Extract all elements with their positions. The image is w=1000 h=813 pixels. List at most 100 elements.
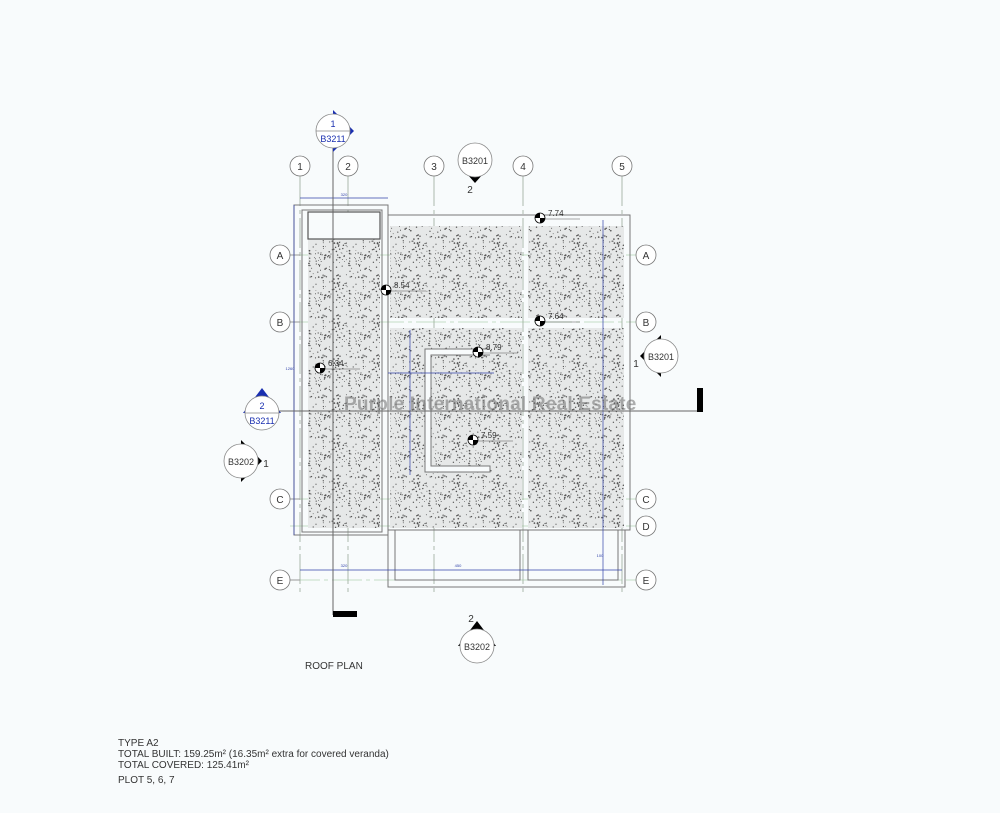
section-end-bar — [333, 611, 357, 617]
spot-level: 8.54 — [380, 281, 426, 296]
section-bubble — [643, 338, 679, 374]
grid-bubble-row-C — [635, 488, 657, 510]
watermark: Purple International Real Estate — [344, 394, 637, 415]
spot-level: 7.59 — [467, 431, 513, 446]
section-marker-left-b3202: B3202 1 — [223, 440, 269, 482]
spot-level-label: 7.64 — [548, 312, 564, 321]
walls — [293, 204, 631, 588]
drawing-title: ROOF PLAN — [305, 661, 363, 672]
grid-bubble-row-E — [269, 569, 291, 591]
spot-level-label: 7.59 — [481, 431, 497, 440]
section-ref: B3202 — [464, 642, 490, 652]
grid-bubble-row-B — [635, 311, 657, 333]
grid-bubble-row-D-label: D — [642, 522, 649, 533]
grid-bubble-row-B-label: B — [643, 318, 650, 329]
dimension-lines: 320 320 450 100 1260 — [286, 192, 622, 585]
grid-bubble-row-B-label: B — [277, 318, 284, 329]
grid-bubble-col-2-label: 2 — [345, 162, 351, 173]
grid-bubble-col-3-label: 3 — [431, 162, 437, 173]
stipple-area — [308, 238, 380, 528]
section-ref: B3201 — [462, 156, 488, 166]
spot-levels: 7.74 8.54 7.64 8.79 6.34 7.59 — [314, 209, 580, 446]
section-number: 1 — [330, 119, 335, 129]
total-covered: TOTAL COVERED: 125.41m² — [118, 760, 249, 771]
stipple-area — [528, 226, 624, 318]
spot-level-label: 8.54 — [394, 281, 410, 290]
grid-bubble-row-E-label: E — [277, 576, 284, 587]
veranda-outline — [387, 529, 626, 588]
dim-label: 1260 — [286, 366, 296, 371]
grid-bubble-row-A — [635, 244, 657, 266]
section-ref: B3201 — [648, 352, 674, 362]
dim-label: 100 — [597, 553, 604, 558]
section-number: 2 — [467, 185, 473, 196]
section-end-bar — [697, 388, 703, 412]
spot-level: 7.74 — [534, 209, 580, 224]
stipple-area — [528, 328, 624, 528]
grid-bubble-row-B — [269, 311, 291, 333]
spot-level-icon-fill — [473, 347, 483, 357]
grid-bubble-row-C-label: C — [276, 495, 283, 506]
notes: TYPE A2 TOTAL BUILT: 159.25m² (16.35m² e… — [118, 738, 389, 786]
spot-level: 6.34 — [314, 359, 360, 374]
grid-bubble-row-D — [635, 515, 657, 537]
grid-bubble-row-A-label: A — [643, 251, 650, 262]
roof-fill — [308, 226, 624, 528]
section-ref: B3211 — [249, 416, 274, 426]
type-label: TYPE A2 — [118, 738, 159, 749]
section-number: 2 — [468, 614, 474, 625]
grid-bubble-row-E-label: E — [643, 576, 650, 587]
grid-bubble-row-A-label: A — [277, 251, 284, 262]
section-bubble — [457, 142, 493, 178]
grid-bubble-col-5-label: 5 — [619, 162, 625, 173]
section-bubble — [223, 443, 259, 479]
section-marker-right-b3201: B3201 1 — [633, 335, 679, 377]
veranda-bay — [527, 529, 619, 581]
total-built: TOTAL BUILT: 159.25m² (16.35m² extra for… — [118, 749, 389, 760]
spot-level-icon-fill — [535, 213, 545, 223]
spot-level-icon-fill — [468, 435, 478, 445]
spot-level-label: 8.79 — [486, 343, 502, 352]
spot-level-label: 6.34 — [328, 359, 344, 368]
plot-label: PLOT 5, 6, 7 — [118, 775, 175, 786]
section-bubble — [459, 628, 495, 664]
grid-bubble-col-4-label: 4 — [520, 162, 526, 173]
section-ref: B3211 — [320, 134, 345, 144]
grid-bubble-col-4 — [512, 155, 534, 177]
dim-label: 450 — [455, 563, 462, 568]
inner-wall — [424, 348, 491, 473]
stipple-area — [390, 328, 522, 528]
section-number: 1 — [263, 459, 269, 470]
spot-level-icon-fill — [315, 363, 325, 373]
grid-bubble-row-C — [269, 488, 291, 510]
stipple-area — [390, 226, 522, 318]
section-ref: B3202 — [228, 457, 254, 467]
dim-label: 320 — [341, 563, 348, 568]
left-wing-inner — [301, 209, 383, 533]
veranda-bay — [394, 529, 521, 581]
skylight — [307, 211, 381, 240]
grid-bubble-col-3 — [423, 155, 445, 177]
grid-bubble-col-2 — [337, 155, 359, 177]
spot-level-label: 7.74 — [548, 209, 564, 218]
section-marker-top-b3201: B3201 2 — [457, 142, 493, 196]
grid-bubbles: 1 2 3 4 5A B C E A B C D E — [269, 155, 657, 591]
grid-bubble-col-5 — [611, 155, 633, 177]
section-marker-bottom-b3202: B3202 2 — [458, 614, 496, 664]
spot-level-icon-fill — [535, 316, 545, 326]
grid-bubble-row-E — [635, 569, 657, 591]
spot-level: 7.64 — [534, 312, 580, 327]
dim-label: 320 — [341, 192, 348, 197]
spot-level: 8.79 — [472, 343, 518, 358]
grid-bubble-col-1-label: 1 — [297, 162, 303, 173]
section-number: 1 — [633, 359, 639, 370]
grid-bubble-row-C-label: C — [642, 495, 649, 506]
spot-level-icon-fill — [381, 285, 391, 295]
grid-bubble-col-1 — [289, 155, 311, 177]
section-number: 2 — [259, 401, 264, 411]
